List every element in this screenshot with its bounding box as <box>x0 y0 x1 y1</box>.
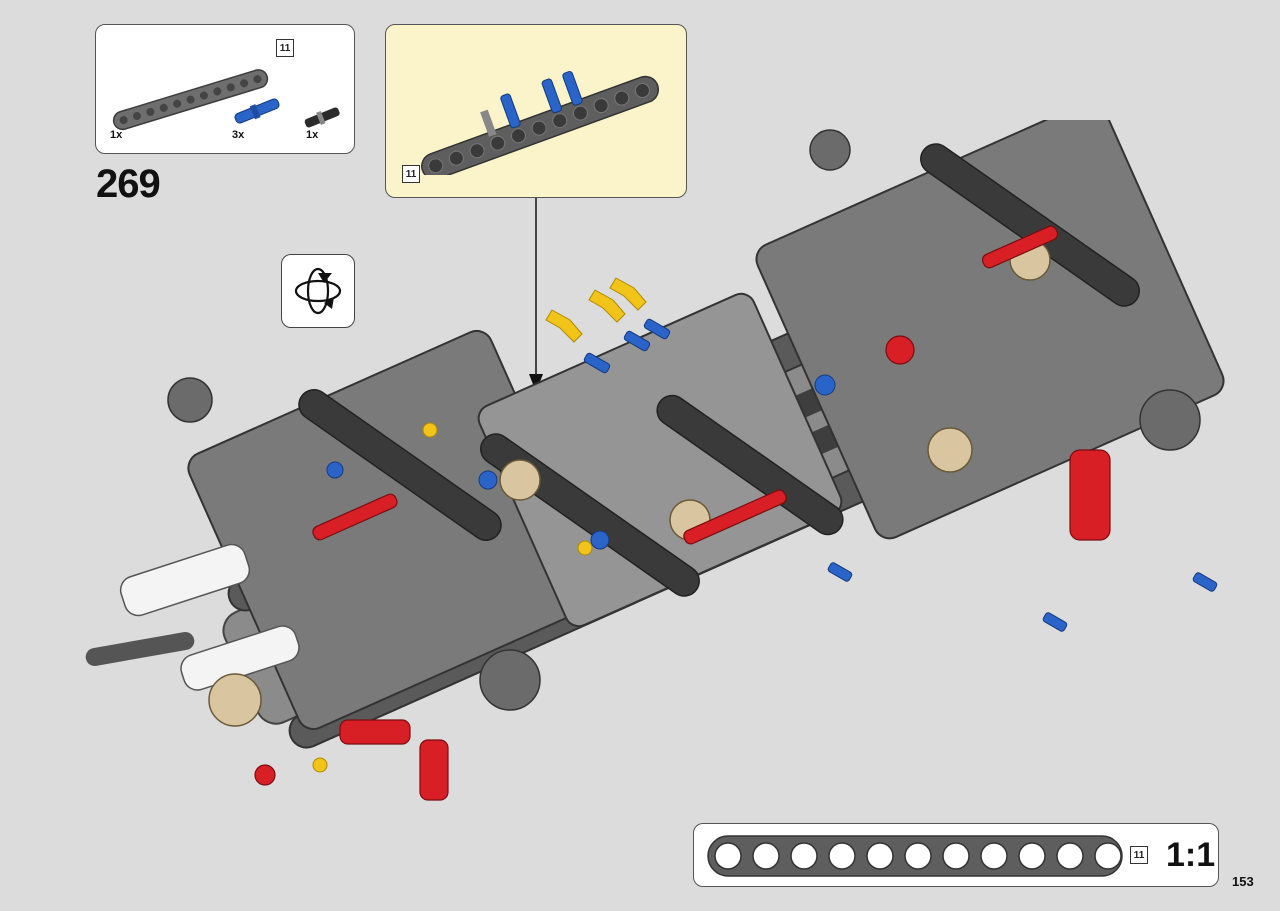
scale-ratio: 1:1 <box>1166 836 1216 874</box>
rotate-model-box <box>281 254 355 328</box>
black-pin-icon <box>304 107 340 128</box>
qty-black-pin: 1x <box>306 129 319 141</box>
qty-blue-pin: 3x <box>232 129 245 141</box>
scale-beam-icon <box>707 835 1123 877</box>
scale-length-badge: 11 <box>1130 846 1148 864</box>
scale-indicator-box: 11 1:1 <box>693 823 1219 887</box>
grey-beam-icon <box>112 69 269 131</box>
callout-beam-assembly-icon <box>421 70 660 175</box>
model-assembly-illustration <box>85 120 1225 801</box>
blue-pin-icon <box>234 98 280 124</box>
callout-length-badge: 11 <box>402 165 420 183</box>
qty-grey-beam: 1x <box>110 129 123 141</box>
parts-length-badge: 11 <box>276 39 294 57</box>
page-number: 153 <box>1232 874 1254 889</box>
parts-list-box: 11 1x 3x 1x <box>95 24 355 154</box>
step-number: 269 <box>96 162 161 206</box>
rotate-icon <box>294 267 342 315</box>
subassembly-callout: 11 <box>385 24 687 198</box>
